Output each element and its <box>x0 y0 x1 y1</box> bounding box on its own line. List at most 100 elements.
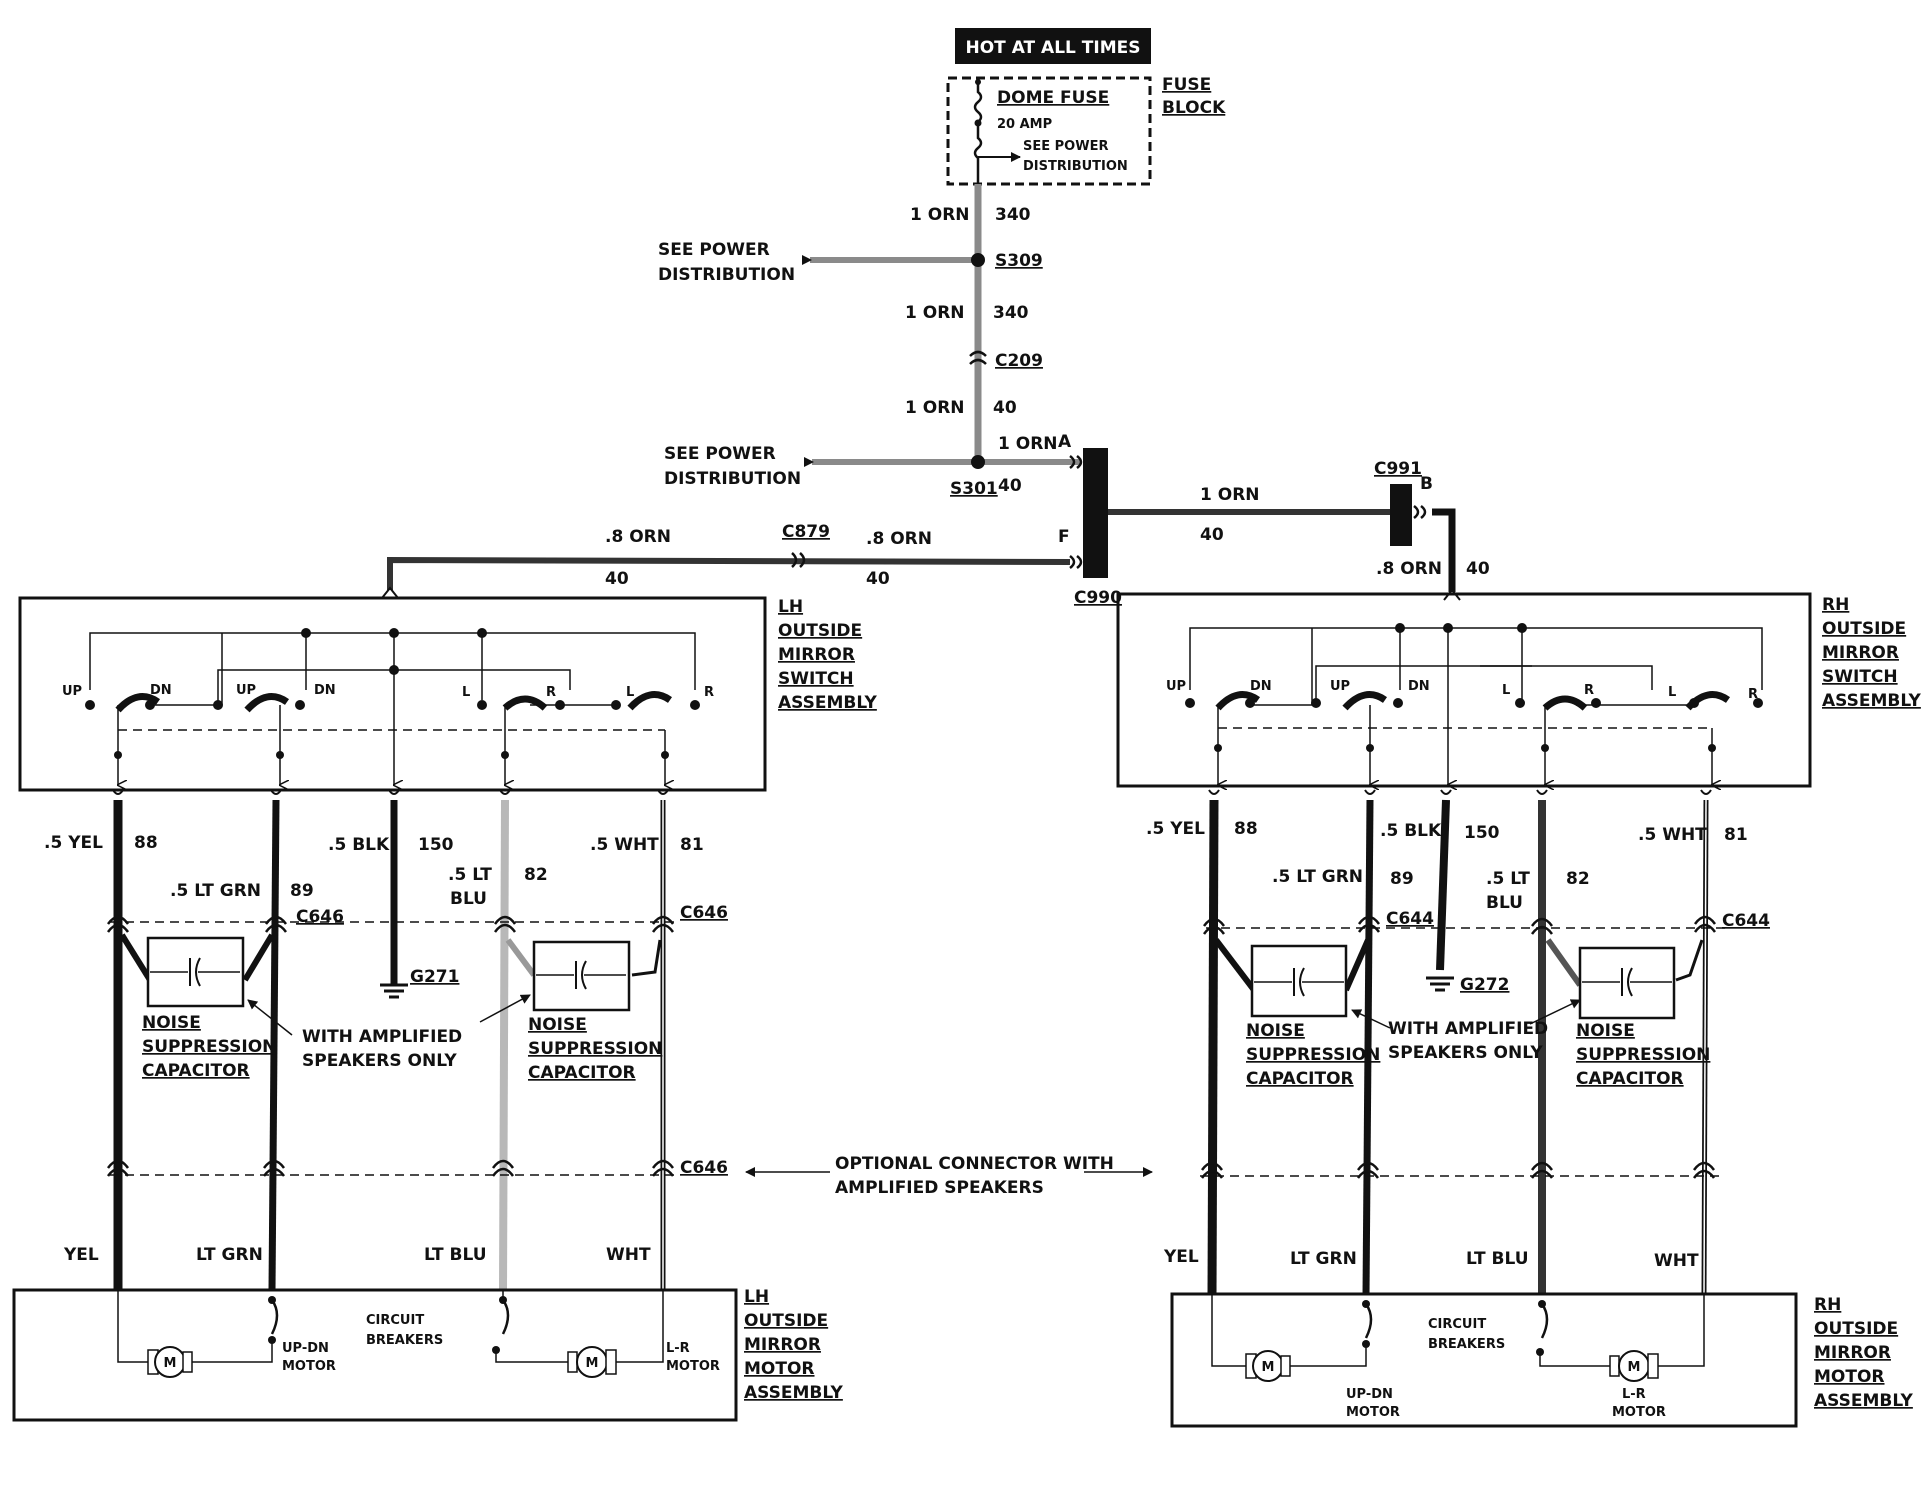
lh-sw-up1: UP <box>62 684 82 699</box>
rh-wires <box>1200 789 1725 1296</box>
fuse-see-power-label: SEE POWER <box>1023 139 1108 154</box>
lh-lt-grn-label: LT GRN <box>196 1245 263 1265</box>
lh-wht-circuit: 81 <box>680 835 704 855</box>
rh-motor-assembly: M M CIRCUIT BREAKERS UP-DN MOTOR L-R MOT… <box>1170 1292 1798 1428</box>
rh-switch-label: RH OUTSIDE MIRROR SWITCH ASSEMBLY <box>1822 595 1922 711</box>
dome-fuse-label: DOME FUSE <box>997 88 1109 108</box>
lh-motor-assembly: M M CIRCUIT BREAKERS UP-DN MOTOR L-R MOT… <box>12 1288 738 1422</box>
rh-grn-gauge: .5 LT GRN <box>1272 867 1363 887</box>
lh-sw-label-3: SWITCH <box>778 669 854 689</box>
rh-sw-label-4: ASSEMBLY <box>1822 691 1922 711</box>
c990-label: C990 <box>1074 588 1122 608</box>
lh-mot-label-1: OUTSIDE <box>744 1311 828 1331</box>
w6-circuit: 40 <box>866 569 890 589</box>
lh-lr-motor-icon: M <box>586 1356 599 1371</box>
w7-gauge: 1 ORN <box>1200 485 1260 505</box>
lh-yel-label: YEL <box>63 1245 99 1265</box>
rh-lt-blu-label: LT BLU <box>1466 1249 1529 1269</box>
lh-lt-blu-label: LT BLU <box>424 1245 487 1265</box>
fuse-block-label-2: BLOCK <box>1162 98 1226 118</box>
see-power-a-2: DISTRIBUTION <box>658 265 795 285</box>
lh-switch-assembly: UP DN UP DN L R L R <box>18 596 767 792</box>
rh-blu-gauge-2: BLU <box>1486 893 1523 913</box>
lh-cap1-l2: CAPACITOR <box>142 1061 250 1081</box>
see-power-b-1: SEE POWER <box>664 444 776 464</box>
rh-lt-grn-label: LT GRN <box>1290 1249 1357 1269</box>
lh-cap1-l1: SUPPRESSION <box>142 1037 276 1057</box>
lh-mot-label-0: LH <box>744 1287 769 1307</box>
lh-c646-top-right: C646 <box>680 903 728 923</box>
lh-yel-gauge: .5 YEL <box>44 833 103 853</box>
lh-ground-label: G271 <box>410 967 459 987</box>
pin-b-label: B <box>1420 474 1433 494</box>
rh-grn-circuit: 89 <box>1390 869 1414 889</box>
lh-updn-1: UP-DN <box>282 1341 329 1356</box>
rh-c644-right: C644 <box>1722 911 1770 931</box>
lh-sw-r1: R <box>546 685 556 700</box>
w5-gauge: .8 ORN <box>605 527 671 547</box>
rh-switch-assembly: UP DN UP DN L R L R <box>1116 592 1812 786</box>
fuse-distribution-label: DISTRIBUTION <box>1023 159 1128 174</box>
lh-blu-gauge-2: BLU <box>450 889 487 909</box>
rh-updn-motor-icon: M <box>1262 1360 1275 1375</box>
lh-cap1-l0: NOISE <box>142 1013 201 1033</box>
lh-blu-gauge-1: .5 LT <box>448 865 492 885</box>
lh-updn-motor-icon: M <box>164 1356 177 1371</box>
c990-connector <box>1069 448 1108 578</box>
lh-c646-top-left: C646 <box>296 907 344 927</box>
lh-blu-circuit: 82 <box>524 865 548 885</box>
optional-note-1: OPTIONAL CONNECTOR WITH <box>835 1154 1114 1174</box>
rh-blu-circuit: 82 <box>1566 869 1590 889</box>
s309-label: S309 <box>995 251 1043 271</box>
see-power-a-1: SEE POWER <box>658 240 770 260</box>
rh-mot-label-4: ASSEMBLY <box>1814 1391 1914 1411</box>
w3-gauge: 1 ORN <box>905 398 965 418</box>
lh-mot-label-4: ASSEMBLY <box>744 1383 844 1403</box>
pin-a-label: A <box>1058 432 1072 452</box>
rh-mot-label-0: RH <box>1814 1295 1841 1315</box>
lh-cap2-l1: SUPPRESSION <box>528 1039 662 1059</box>
w7-circuit: 40 <box>1200 525 1224 545</box>
rh-updn-1: UP-DN <box>1346 1387 1393 1402</box>
optional-connector-note: OPTIONAL CONNECTOR WITH AMPLIFIED SPEAKE… <box>745 1154 1153 1198</box>
lh-wht-label: WHT <box>606 1245 651 1265</box>
rh-mot-label-1: OUTSIDE <box>1814 1319 1898 1339</box>
lh-cb-1: CIRCUIT <box>366 1313 424 1328</box>
lh-cap2-l2: CAPACITOR <box>528 1063 636 1083</box>
lh-c646-bottom: C646 <box>680 1158 728 1178</box>
fuse-block-label-1: FUSE <box>1162 75 1211 95</box>
lh-blk-gauge: .5 BLK <box>328 835 390 855</box>
c879-label: C879 <box>782 522 830 542</box>
rh-sw-l2: L <box>1668 685 1676 700</box>
pin-f-label: F <box>1058 527 1070 547</box>
rh-yel-label: YEL <box>1163 1247 1199 1267</box>
w3-circuit: 40 <box>993 398 1017 418</box>
lh-grn-gauge: .5 LT GRN <box>170 881 261 901</box>
rh-blu-gauge-1: .5 LT <box>1486 869 1530 889</box>
lh-cb-2: BREAKERS <box>366 1333 443 1348</box>
rh-sw-label-2: MIRROR <box>1822 643 1899 663</box>
lh-motor-label: LH OUTSIDE MIRROR MOTOR ASSEMBLY <box>744 1287 844 1403</box>
rh-cap1-l2: CAPACITOR <box>1246 1069 1354 1089</box>
fuse-block: DOME FUSE 20 AMP SEE POWER DISTRIBUTION … <box>946 75 1226 186</box>
rh-lr-2: MOTOR <box>1612 1405 1666 1420</box>
w6-gauge: .8 ORN <box>866 529 932 549</box>
rh-wht-gauge: .5 WHT <box>1638 825 1707 845</box>
rh-amp-note-2: SPEAKERS ONLY <box>1388 1043 1543 1063</box>
lh-updn-2: MOTOR <box>282 1359 336 1374</box>
w1-circuit: 340 <box>995 205 1031 225</box>
lh-sw-r2: R <box>704 685 714 700</box>
rh-yel-circuit: 88 <box>1234 819 1258 839</box>
lh-blk-circuit: 150 <box>418 835 454 855</box>
lh-cap2-l0: NOISE <box>528 1015 587 1035</box>
rh-motor-label: RH OUTSIDE MIRROR MOTOR ASSEMBLY <box>1814 1295 1914 1411</box>
rh-cb-1: CIRCUIT <box>1428 1317 1486 1332</box>
rh-sw-dn1: DN <box>1250 679 1272 694</box>
lh-sw-up2: UP <box>236 683 256 698</box>
lh-wires <box>106 789 680 1291</box>
rh-cap2-l1: SUPPRESSION <box>1576 1045 1710 1065</box>
lh-sw-dn1: DN <box>150 683 172 698</box>
rh-cap1-l0: NOISE <box>1246 1021 1305 1041</box>
lh-sw-l2: L <box>626 685 634 700</box>
